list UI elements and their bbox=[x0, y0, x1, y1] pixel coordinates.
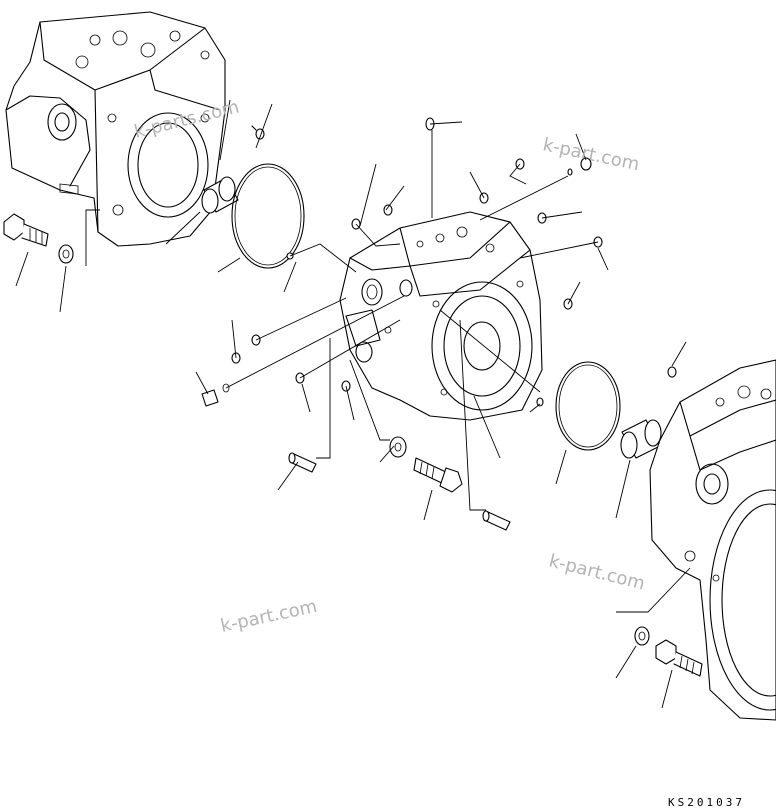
dowel-pin-right bbox=[482, 510, 511, 531]
o-ring-right bbox=[555, 361, 621, 451]
pump-body-center bbox=[339, 211, 543, 421]
screws-center bbox=[231, 117, 677, 407]
bolt-center bbox=[413, 457, 463, 493]
o-ring-left bbox=[231, 163, 305, 269]
pump-housing-left bbox=[5, 11, 226, 247]
bolt-right bbox=[655, 639, 703, 677]
leader-lines bbox=[15, 99, 691, 709]
watermark-bottom-left: k-part.com bbox=[219, 596, 319, 637]
drawing-code: KS201037 bbox=[668, 796, 745, 809]
plug-left bbox=[201, 383, 230, 407]
dowel-pin-left bbox=[288, 452, 317, 473]
bolt-left bbox=[3, 213, 49, 247]
watermark-right: k-part.com bbox=[547, 550, 647, 594]
washer-center bbox=[389, 436, 407, 458]
watermark-top-right: k-part.com bbox=[541, 134, 641, 175]
bearing-left bbox=[201, 176, 239, 214]
pump-housing-right bbox=[649, 359, 776, 721]
bearing-right bbox=[620, 419, 662, 459]
screw-upper-left bbox=[251, 125, 265, 140]
washer-right bbox=[634, 626, 650, 646]
washer-left bbox=[58, 244, 74, 264]
